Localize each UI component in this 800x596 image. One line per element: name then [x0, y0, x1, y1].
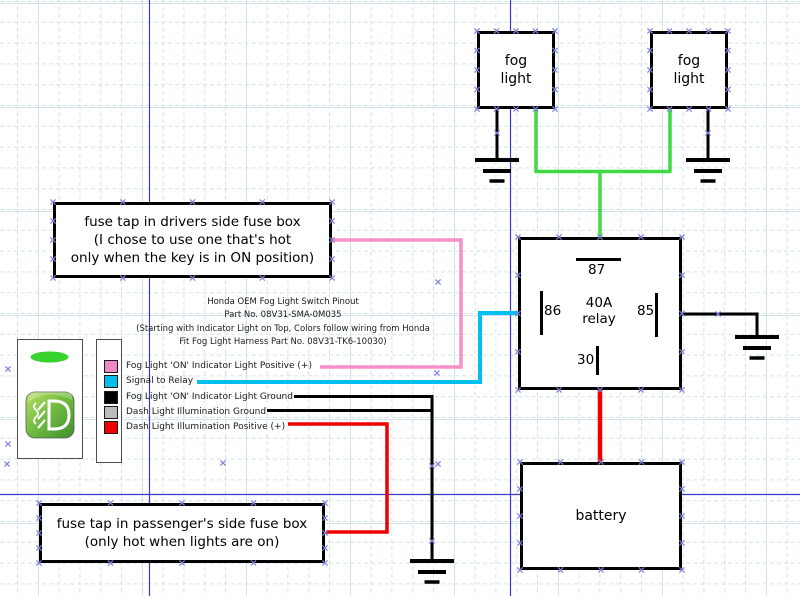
fog-light-switch-icon — [25, 391, 75, 439]
driver-note-line-3: only when the key is in ON position) — [70, 250, 315, 266]
legend-label-indicator-ground: Fog Light 'ON' Indicator Light Ground — [126, 392, 293, 402]
legend-label-dash-positive: Dash Light Illumination Positive (+) — [126, 422, 286, 432]
wire-black-dash-ground[interactable] — [267, 395, 434, 560]
fog-light-left-label-2: light — [500, 71, 532, 87]
legend-swatch-indicator-positive[interactable] — [104, 360, 118, 373]
fog-light-right-label-1: fog — [677, 53, 701, 69]
fog-light-left-label-1: fog — [504, 53, 528, 69]
relay-rating: 40A — [585, 295, 613, 311]
pinout-line-3: (Starting with Indicator Light on Top, C… — [136, 323, 430, 334]
legend-label-signal: Signal to Relay — [126, 376, 194, 386]
relay-pin-87-label: 87 — [588, 262, 606, 278]
wire-red-dash-positive[interactable] — [288, 422, 389, 534]
battery-label: battery — [575, 508, 627, 524]
pinout-line-2: Part No. 08V31-SMA-0M035 — [224, 310, 342, 321]
fog-light-switch-graphic — [25, 351, 75, 439]
legend-swatch-indicator-ground[interactable] — [104, 391, 118, 404]
relay-name: relay — [582, 311, 616, 327]
node-fog-light-right[interactable]: fog light — [650, 31, 728, 109]
relay-label: 40A relay — [558, 295, 640, 327]
legend-label-indicator-positive: Fog Light 'ON' Indicator Light Positive … — [126, 361, 312, 371]
wire-pink-indicator-positive[interactable] — [320, 238, 463, 369]
legend-swatch-dash-positive[interactable] — [104, 421, 118, 434]
node-battery[interactable]: battery — [520, 462, 682, 570]
passenger-note-line-1: fuse tap in passenger's side fuse box — [56, 516, 308, 532]
pinout-line-1: Honda OEM Fog Light Switch Pinout — [207, 297, 359, 307]
wire-green-fog-power[interactable] — [534, 109, 672, 237]
pinout-line-4: Fit Fog Light Harness Part No. 08V31-TK6… — [179, 336, 387, 347]
note-passenger-fuse-tap[interactable]: fuse tap in passenger's side fuse box (o… — [39, 503, 325, 563]
legend-swatch-dash-ground[interactable] — [104, 406, 118, 419]
fog-light-right-label-2: light — [673, 71, 705, 87]
wire-cyan-signal-to-relay[interactable] — [197, 311, 518, 384]
passenger-note-line-2: (only hot when lights are on) — [84, 534, 280, 550]
driver-note-line-2: (I chose to use one that's hot — [93, 232, 292, 248]
wire-black-relay-85-ground[interactable] — [681, 312, 759, 337]
relay-pin-86-label: 86 — [544, 303, 562, 319]
note-switch-pinout: Honda OEM Fog Light Switch Pinout Part N… — [123, 296, 443, 349]
indicator-light-icon — [30, 351, 69, 363]
relay-pin-30-label: 30 — [577, 352, 595, 368]
note-driver-fuse-tap[interactable]: fuse tap in drivers side fuse box (I cho… — [53, 202, 332, 278]
node-fog-light-left[interactable]: fog light — [477, 31, 555, 109]
fog-light-switch-drawing[interactable] — [17, 339, 83, 459]
relay-pin-85-label: 85 — [637, 303, 655, 319]
legend-swatch-signal[interactable] — [104, 375, 118, 388]
legend-label-dash-ground: Dash Light Illumination Ground — [126, 407, 267, 417]
driver-note-line-1: fuse tap in drivers side fuse box — [84, 214, 301, 230]
